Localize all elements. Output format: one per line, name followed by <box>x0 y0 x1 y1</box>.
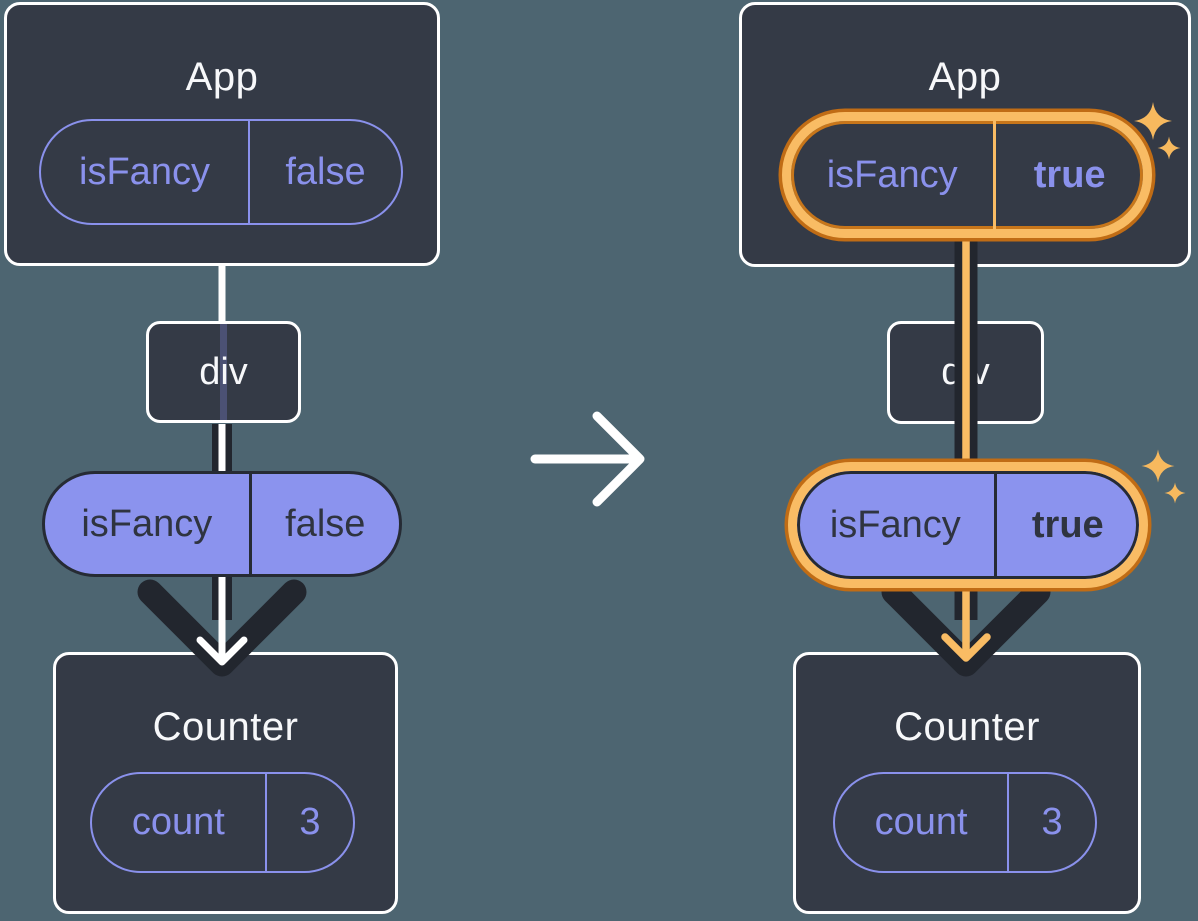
counter-state-pill-after: count 3 <box>833 772 1097 873</box>
passed-prop-pill-before: isFancy false <box>42 471 402 577</box>
right-arrow-icon <box>530 411 645 507</box>
div-node-before: div <box>146 321 301 423</box>
counter-title: Counter <box>894 705 1040 749</box>
prop-name: isFancy <box>829 503 961 546</box>
prop-value: false <box>248 121 401 223</box>
prop-value: true <box>993 121 1143 229</box>
app-state-pill-after: isFancy true <box>782 112 1152 238</box>
passed-prop-pill-after: isFancy true <box>788 462 1148 588</box>
sparkle-icon <box>1141 449 1175 483</box>
state-value: 3 <box>264 774 353 871</box>
state-value: 3 <box>1007 774 1095 871</box>
app-title: App <box>928 55 1002 99</box>
state-name: count <box>874 801 968 843</box>
sparkle-icon <box>1164 482 1186 504</box>
div-node-after: div <box>887 321 1044 424</box>
prop-value: false <box>248 474 399 574</box>
app-state-pill-before: isFancy false <box>39 119 403 225</box>
connector-after <box>881 230 1051 677</box>
prop-name: isFancy <box>81 502 213 545</box>
prop-value: true <box>993 471 1139 579</box>
app-title: App <box>185 55 259 99</box>
counter-title: Counter <box>152 705 299 749</box>
div-label: div <box>941 351 990 393</box>
prop-name: isFancy <box>79 150 210 193</box>
pass-through-line <box>220 324 227 420</box>
prop-name: isFancy <box>826 153 958 196</box>
state-name: count <box>131 801 225 843</box>
div-label: div <box>199 350 248 393</box>
counter-state-pill-before: count 3 <box>90 772 355 873</box>
